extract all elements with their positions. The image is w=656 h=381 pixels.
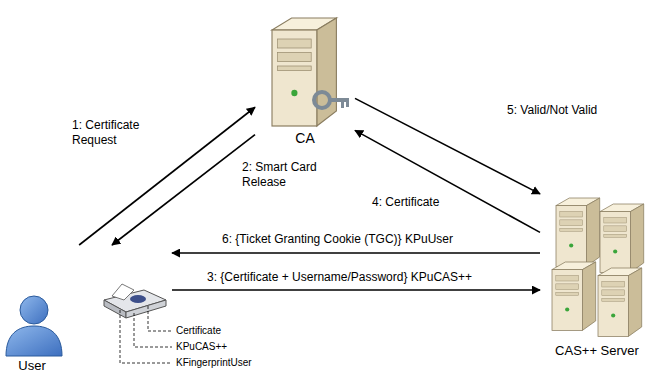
drawing-part — [104, 300, 126, 318]
drawing-part — [556, 198, 600, 266]
leader-lines — [120, 306, 172, 363]
drawing-part — [126, 300, 166, 318]
arrow-connector — [172, 252, 540, 254]
callout-label: Certificate — [175, 325, 222, 337]
arrow-connector — [172, 289, 540, 291]
drawing-part — [314, 92, 330, 108]
edge-label: 3: {Certificate + Username/Password} KPu… — [205, 270, 474, 285]
ca-node: CA — [255, 2, 355, 157]
drawing-part — [272, 18, 336, 126]
drawing-part — [6, 326, 62, 356]
arrow-connector — [112, 135, 255, 245]
cas-server-icon — [552, 198, 644, 336]
drawing-part — [148, 306, 172, 331]
edge-label: 1: Certificate Request — [70, 118, 156, 148]
edge-label: 6: {Ticket Granting Cookie (TGC)} KPuUse… — [220, 232, 455, 247]
drawing-part — [598, 268, 642, 336]
drawing-part — [134, 313, 172, 347]
drawing-part — [329, 98, 349, 102]
drawing-part — [120, 310, 172, 363]
edge-label: 5: Valid/Not Valid — [505, 103, 599, 118]
node-name: CA — [295, 130, 314, 146]
drawing-part — [112, 284, 134, 300]
drawing-part — [552, 262, 596, 330]
drawing-part — [130, 295, 146, 303]
key-icon — [314, 92, 349, 108]
ca-server-icon — [272, 18, 349, 126]
drawing-part — [600, 204, 644, 272]
user-node: User — [2, 245, 172, 378]
drawing-part — [20, 296, 48, 324]
drawing-part — [346, 102, 349, 107]
edge-label: 4: Certificate — [370, 195, 441, 210]
user-icon — [6, 296, 62, 356]
drawing-part — [341, 102, 344, 108]
smart-card-reader-icon — [104, 284, 166, 318]
cas-server-node: CAS++ Server — [540, 192, 654, 377]
callout-label: KFingerprintUser — [175, 357, 253, 369]
edge-label: 2: Smart Card Release — [240, 160, 334, 190]
callout-label: KPuCAS++ — [175, 341, 228, 353]
node-name: CAS++ Server — [555, 343, 639, 359]
node-name: User — [18, 358, 45, 374]
